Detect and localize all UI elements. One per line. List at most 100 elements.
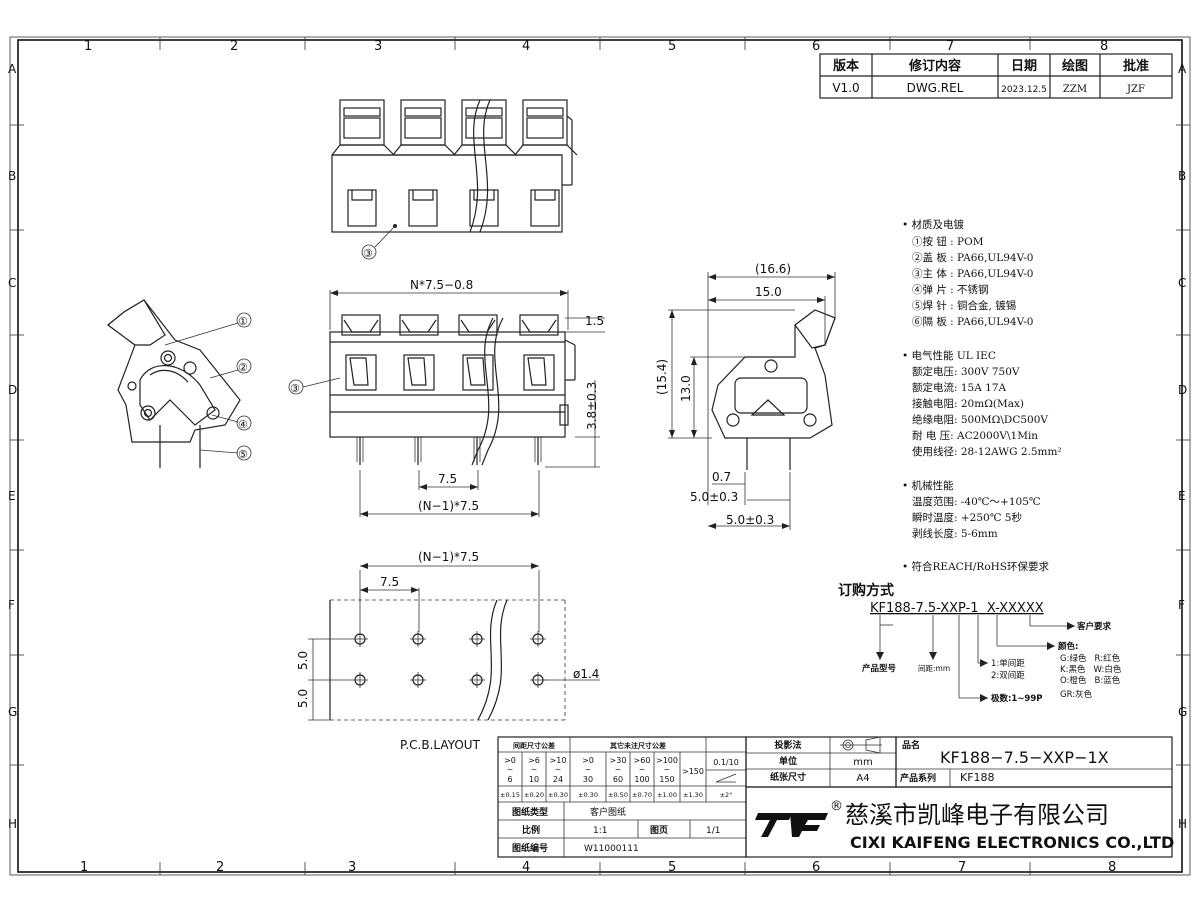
callout-4: ④ [238, 418, 248, 431]
product-name-label: 品名 [902, 739, 920, 751]
tol-range-top-7: >100 [656, 756, 678, 765]
dim-span: (N−1)*7.5 [418, 499, 479, 513]
material-line-1: ①按 钮 : POM [912, 235, 984, 248]
tol-range-bot-5: 60 [613, 775, 623, 784]
col-label-7b: 7 [958, 860, 966, 875]
pitch-label: 间距:mm [918, 664, 950, 673]
series-label: 产品系列 [900, 772, 936, 784]
flatness-value: 0.1/10 [713, 758, 739, 767]
color-line-1: G:绿色 R:红色 [1060, 653, 1121, 664]
row-label-b: B [8, 169, 16, 183]
unit-label: 单位 [779, 755, 797, 767]
tol-range-top-2: >6 [528, 756, 540, 765]
front-view-pole [341, 314, 381, 465]
tol-val-4: ±0.30 [578, 791, 598, 799]
pcb-hole [352, 631, 368, 647]
rev-drawn: ZZM [1063, 84, 1087, 95]
electrical-line-3: 接触电阻: 20mΩ(Max) [912, 397, 1024, 410]
tol-val-5: ±0.50 [608, 791, 628, 799]
tol-val-3: ±0.30 [548, 791, 568, 799]
drawing-type-label: 图纸类型 [512, 806, 548, 818]
tol-val-2: ±0.20 [524, 791, 544, 799]
row-label-a: A [8, 62, 17, 76]
col-label-1: 1 [84, 39, 92, 54]
col-label-5b: 5 [668, 860, 676, 875]
tol-val-8: ±1.30 [683, 791, 703, 799]
mechanical-line-3: 剥线长度: 5-6mm [912, 527, 998, 540]
tol-range-bot-7: 150 [659, 775, 674, 784]
tol-val-7: ±1.00 [657, 791, 677, 799]
col-label-8b: 8 [1108, 860, 1116, 875]
electrical-line-6: 使用线径: 28-12AWG 2.5mm² [912, 445, 1062, 458]
rev-content: DWG.REL [907, 81, 964, 95]
rev-header-date: 日期 [1011, 59, 1037, 74]
callout-1: ① [238, 315, 248, 328]
pcb-layout: (N−1)*7.5 7.5 5.0 5.0 ø1.4 P.C.B.LAYOUT [296, 550, 600, 752]
material-line-6: ⑥隔 板 : PA66,UL94V-0 [912, 315, 1033, 328]
row-label-g-r: G [1178, 705, 1187, 719]
drawing-frame: 1 2 3 4 5 6 7 8 1 2 3 4 5 6 7 8 A B C D … [8, 36, 1191, 876]
tol-range-top-1: >0 [504, 756, 516, 765]
svg-text:~: ~ [585, 765, 592, 774]
page-value: 1/1 [706, 826, 720, 836]
svg-text:~: ~ [615, 765, 622, 774]
mechanical-line-1: 温度范围: -40℃～+105℃ [912, 495, 1041, 508]
row-label-e: E [8, 489, 16, 503]
title-block: 间距尺寸公差 其它未注尺寸公差 >0 >6 >10 >0 >30 >60 >10… [497, 736, 1174, 858]
tol-val-angle: ±2° [720, 791, 733, 799]
svg-text:~: ~ [555, 765, 562, 774]
color-line-4: GR:灰色 [1060, 689, 1093, 700]
callout-2: ② [238, 361, 248, 374]
materials-title: • 材质及电镀 [902, 218, 965, 231]
row-label-f-r: F [1178, 598, 1185, 612]
company-logo: ® [755, 799, 843, 837]
side-view: (16.6) 15.0 (15.4) 13.0 0.7 5.0±0.3 5.0±… [655, 262, 836, 530]
model-label: 产品型号 [862, 663, 897, 674]
tol-range-bot-3: 24 [553, 775, 563, 784]
rev-approved: JZF [1126, 84, 1145, 95]
drawing-number-value: W11000111 [584, 844, 639, 854]
paper-value: A4 [856, 773, 869, 784]
dim-side-height-overall: (15.4) [655, 359, 669, 395]
dim-pin-offset: 5.0±0.3 [690, 490, 738, 504]
tol-header-spacing: 间距尺寸公差 [513, 741, 555, 750]
row-label-d: D [8, 383, 17, 397]
rev-header-approved: 批准 [1123, 58, 1149, 74]
page-label: 图页 [650, 825, 668, 836]
dim-pcb-row-b: 5.0 [296, 689, 310, 708]
poles: 极数:1~99P [991, 693, 1043, 704]
col-label-4b: 4 [522, 860, 530, 875]
col-label-5: 5 [668, 39, 676, 54]
spacing-1: 1:单间距 [991, 658, 1025, 669]
col-label-6: 6 [812, 39, 820, 54]
callout-3-front: ③ [290, 382, 300, 395]
rev-header-version: 版本 [833, 58, 859, 74]
material-line-2: ②盖 板 : PA66,UL94V-0 [912, 251, 1033, 264]
material-line-3: ③主 体 : PA66,UL94V-0 [912, 268, 1033, 280]
electrical-title: • 电气性能 UL IEC [902, 349, 996, 362]
callout-5: ⑤ [238, 448, 248, 461]
material-line-5: ⑤焊 针 : 铜合金, 镀锡 [912, 299, 1016, 312]
scale-value: 1:1 [593, 826, 607, 836]
svg-text:~: ~ [531, 765, 538, 774]
tol-range-top-3: >10 [550, 756, 567, 765]
tol-range-bot-6: 100 [634, 775, 649, 784]
tol-range-bot-4: 30 [583, 775, 593, 784]
series-value: KF188 [960, 771, 995, 784]
revision-table: 版本 修订内容 日期 绘图 批准 V1.0 DWG.REL 2023.12.5 … [819, 53, 1173, 99]
dim-pin-dia: 0.7 [712, 470, 731, 484]
color-title: 颜色: [1058, 641, 1078, 652]
callout-3-top: ③ [363, 247, 373, 260]
col-label-7: 7 [946, 39, 954, 54]
rev-header-content: 修订内容 [908, 58, 961, 74]
col-label-3: 3 [374, 39, 382, 54]
col-label-1b: 1 [80, 860, 88, 875]
tol-range-bot-1: 6 [507, 775, 512, 784]
exploded-view: ① ② ④ ⑤ [107, 299, 252, 468]
dim-pin-spacing: 5.0±0.3 [726, 513, 774, 527]
pcb-layout-label: P.C.B.LAYOUT [400, 738, 481, 752]
electrical-line-5: 耐 电 压: AC2000V\1Min [912, 429, 1038, 442]
dim-side-height-body: 13.0 [679, 375, 693, 402]
row-label-e-r: E [1178, 489, 1186, 503]
dim-pcb-row-a: 5.0 [296, 651, 310, 670]
